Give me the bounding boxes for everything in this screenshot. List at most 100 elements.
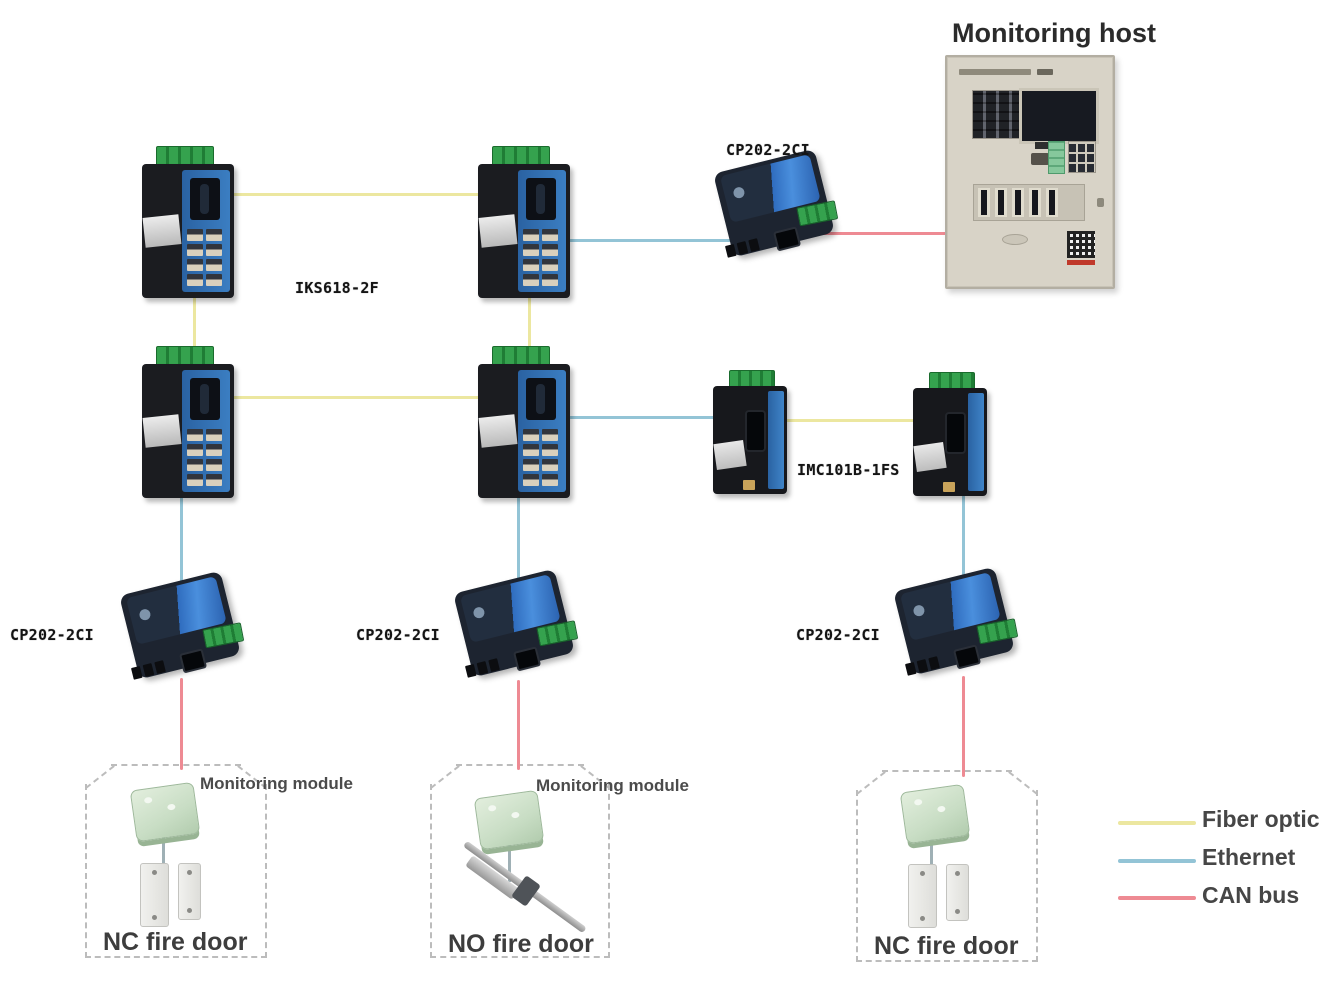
can-link-serial-left-zone	[180, 678, 183, 770]
rj45-port	[542, 459, 558, 471]
button-cluster	[1031, 153, 1049, 165]
rj45-port	[523, 259, 539, 271]
rj45-port	[523, 244, 539, 256]
rj45-port	[523, 274, 539, 286]
ethernet-link-switch-d-converter	[566, 416, 722, 419]
fiber-link-switch-c-d	[230, 396, 482, 399]
bay-slot	[978, 188, 990, 217]
rj45-port	[206, 429, 222, 441]
zone-border	[85, 765, 115, 789]
monitoring-host-label: Monitoring host	[952, 18, 1156, 48]
rj45-port	[206, 459, 222, 471]
serial-converter-left-label: CP202-2CI	[10, 626, 94, 644]
contact-block	[908, 864, 937, 928]
pin	[464, 663, 477, 678]
qr-code	[1067, 231, 1095, 258]
switch-front-panel	[182, 170, 230, 292]
zone-border	[608, 784, 610, 958]
keypad	[1068, 141, 1096, 173]
rj45-port	[206, 259, 222, 271]
serial-converter-middle-label: CP202-2CI	[356, 626, 440, 644]
serial-converter-top-label: CP202-2CI	[726, 141, 810, 159]
zone-border	[430, 956, 610, 958]
label-band	[142, 214, 182, 248]
legend-ethernet-swatch	[1118, 859, 1196, 863]
speaker-grille	[1002, 234, 1028, 245]
ethernet-switch-top-left	[142, 146, 234, 298]
monitoring-module-icon-left	[129, 781, 201, 843]
legend-can-swatch	[1118, 896, 1196, 900]
rj45-port	[206, 244, 222, 256]
switch-front-panel	[518, 370, 566, 492]
rj45-port	[187, 229, 203, 241]
bay-slot	[1029, 188, 1041, 217]
converter-body	[913, 388, 987, 496]
fiber-link-switch-a-b	[226, 193, 484, 196]
zone-border	[1008, 771, 1038, 795]
rj45-port	[187, 244, 203, 256]
rj45-port	[542, 474, 558, 486]
rj45-port	[187, 444, 203, 456]
zone-border	[85, 784, 87, 958]
rj45-port	[206, 274, 222, 286]
switch-front-panel	[518, 170, 566, 292]
ethernet-link-switch-c-serial-left	[180, 496, 183, 602]
rj45-port-grid	[523, 429, 561, 486]
monitoring-module-icon-right	[899, 783, 971, 845]
zone-border	[85, 956, 267, 958]
rj45-port-grid	[187, 429, 225, 486]
zone-border	[456, 764, 584, 766]
converter-body	[713, 386, 787, 494]
monitoring-host-panel	[945, 55, 1115, 289]
zone-border	[430, 784, 432, 958]
switch-body	[478, 364, 570, 498]
pin	[724, 243, 737, 258]
label-band	[478, 214, 518, 248]
qr-caption-strip	[1067, 260, 1095, 265]
bay-slot	[1012, 188, 1024, 217]
bay-slot	[1046, 188, 1058, 217]
rj45-port	[513, 646, 542, 672]
fiber-link-converter-converter	[784, 419, 916, 422]
legend-fiber-label: Fiber optic	[1202, 806, 1320, 832]
rj45-port	[187, 459, 203, 471]
switch-front-panel	[182, 370, 230, 492]
zone-border	[856, 771, 886, 795]
ethernet-switch-top-center	[478, 146, 570, 298]
zone-no-fire-door-middle	[430, 764, 610, 958]
label-band	[142, 414, 182, 448]
monitoring-module-label-left: Monitoring module	[200, 774, 353, 793]
function-key-strip	[1048, 141, 1065, 174]
rj45-port-grid	[187, 229, 225, 286]
pin	[916, 659, 929, 673]
fiber-link-switch-a-c	[193, 288, 196, 366]
rj45-port	[523, 429, 539, 441]
pin	[142, 663, 155, 677]
switch-model-label: IKS618-2F	[295, 279, 379, 297]
panel-title-strip	[959, 69, 1031, 75]
fiber-port-icon	[190, 378, 220, 420]
rj45-port	[542, 444, 558, 456]
module-detail	[510, 811, 520, 819]
zone-nc-fire-door-right	[856, 770, 1038, 962]
module-detail	[166, 803, 176, 811]
module-detail	[913, 798, 923, 806]
legend-fiber-swatch	[1118, 821, 1196, 825]
zone-border	[856, 790, 858, 962]
contact-block	[946, 864, 969, 921]
button-row	[1035, 142, 1057, 149]
legend-can-label: CAN bus	[1202, 882, 1300, 908]
zone-border	[265, 784, 267, 958]
media-converter-left	[713, 370, 787, 494]
rj45-port	[523, 474, 539, 486]
contact-block	[140, 863, 169, 927]
fiber-port-icon	[190, 178, 220, 220]
module-detail	[143, 796, 153, 804]
converter-side-panel	[968, 393, 984, 491]
rj45-port	[523, 229, 539, 241]
serial-can-converter-right	[893, 566, 1019, 676]
serial-can-converter-top	[713, 148, 839, 258]
fiber-port-icon	[526, 178, 556, 220]
ethernet-switch-mid-left	[142, 346, 234, 498]
